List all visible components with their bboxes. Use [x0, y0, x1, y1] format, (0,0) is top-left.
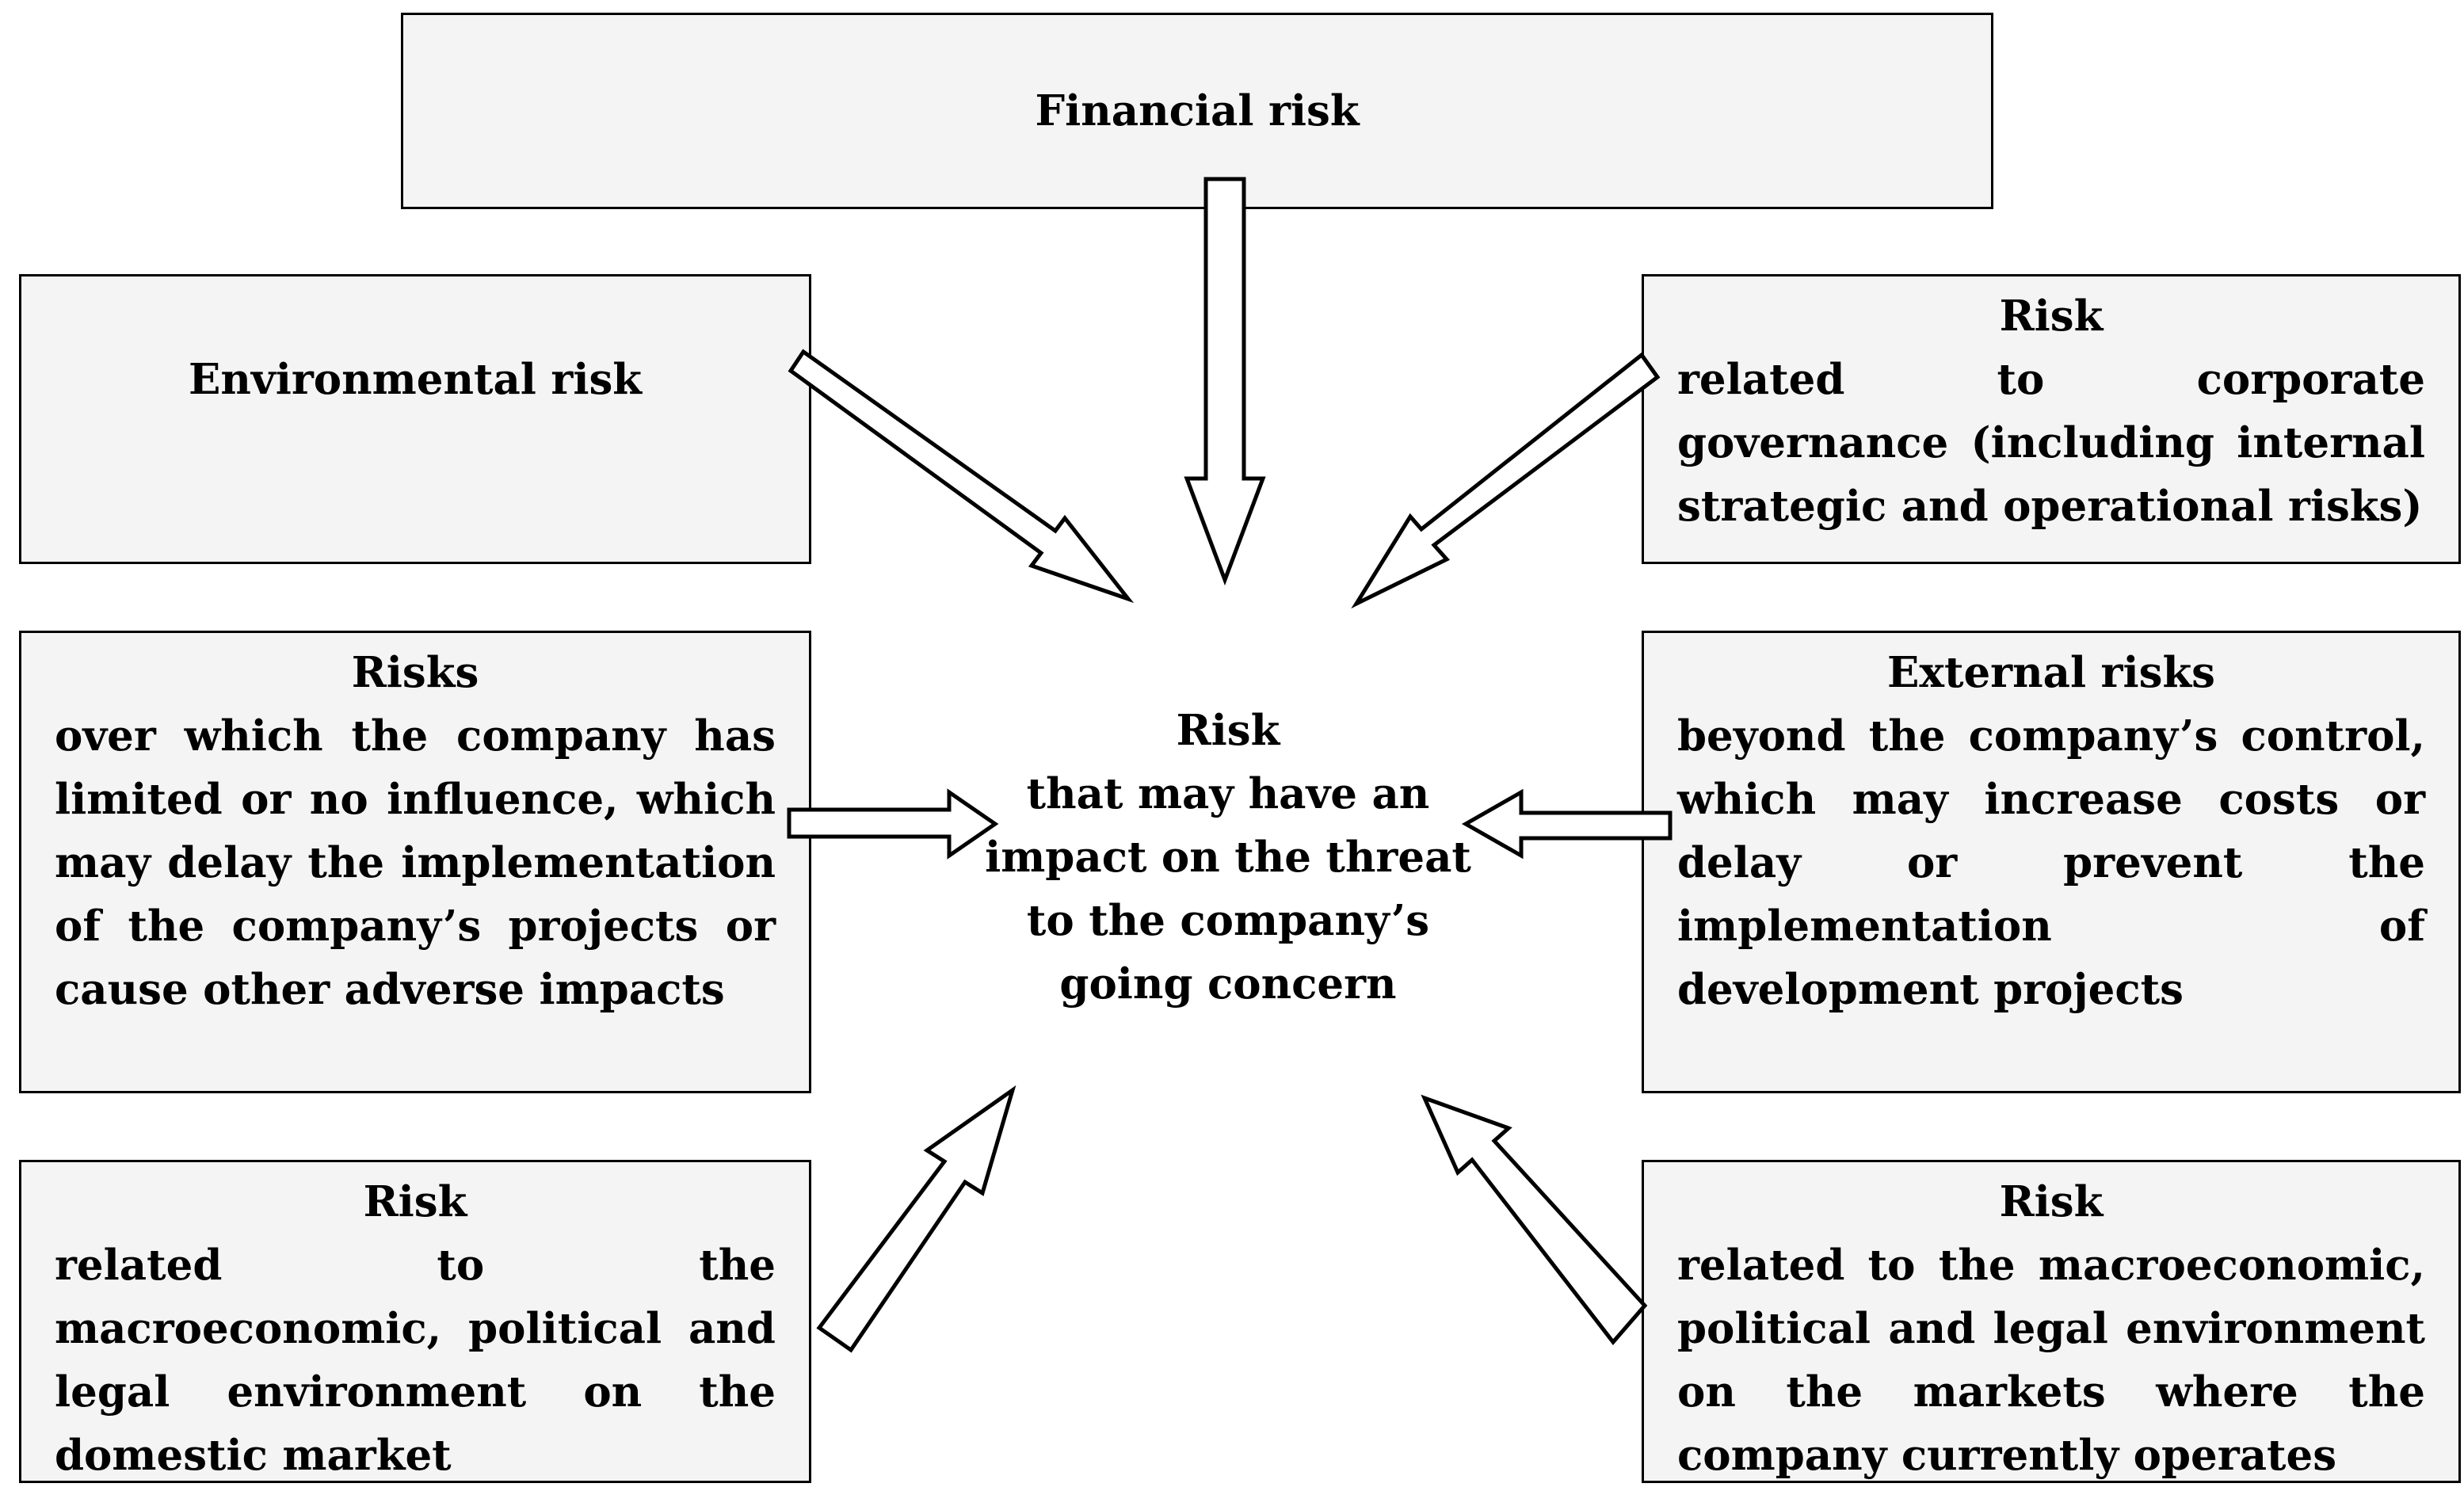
- external-risk-box: External risks beyond the company’s cont…: [1642, 631, 2461, 1093]
- governance-risk-title: Risk: [1999, 292, 2104, 341]
- central-risk-line: impact on the threat: [985, 833, 1471, 882]
- governance-risk-box: Risk related to corporate governance (in…: [1642, 274, 2461, 564]
- governance-risk-description: related to corporate governance (includi…: [1677, 355, 2425, 531]
- domestic-market-risk-description: related to the macroeconomic, political …: [55, 1241, 776, 1480]
- limited-influence-risk-description: over which the company has limited or no…: [55, 711, 776, 1014]
- environmental-risk-title: Environmental risk: [188, 355, 643, 404]
- central-risk-line: that may have an: [1026, 769, 1430, 818]
- limited-influence-risk-title: Risks: [351, 648, 479, 697]
- arrow-environmental-to-center: [788, 349, 1135, 604]
- central-risk-text: Risk that may have an impact on the thre…: [935, 699, 1521, 1016]
- foreign-markets-risk-box: Risk related to the macroeconomic, polit…: [1642, 1160, 2461, 1483]
- financial-risk-title: Financial risk: [1035, 86, 1360, 135]
- foreign-markets-risk-description: related to the macroeconomic, political …: [1677, 1241, 2425, 1480]
- foreign-markets-risk-title: Risk: [1999, 1177, 2104, 1226]
- environmental-risk-box: Environmental risk: [19, 274, 811, 564]
- central-risk-line: going concern: [1059, 959, 1397, 1009]
- financial-risk-box: Financial risk: [401, 13, 1993, 209]
- limited-influence-risk-box: Risks over which the company has limited…: [19, 631, 811, 1093]
- arrow-markets-to-center: [1421, 1094, 1648, 1345]
- arrow-domestic-to-center: [816, 1085, 1016, 1353]
- external-risk-title: External risks: [1886, 648, 2216, 697]
- central-risk-line: to the company’s: [1026, 896, 1430, 945]
- domestic-market-risk-box: Risk related to the macroeconomic, polit…: [19, 1160, 811, 1483]
- central-risk-line: Risk: [1176, 706, 1280, 755]
- arrow-governance-to-center: [1351, 352, 1661, 609]
- domestic-market-risk-title: Risk: [363, 1177, 467, 1226]
- arrow-financial-to-center: [1184, 177, 1266, 586]
- external-risk-description: beyond the company’s control, which may …: [1677, 711, 2425, 1014]
